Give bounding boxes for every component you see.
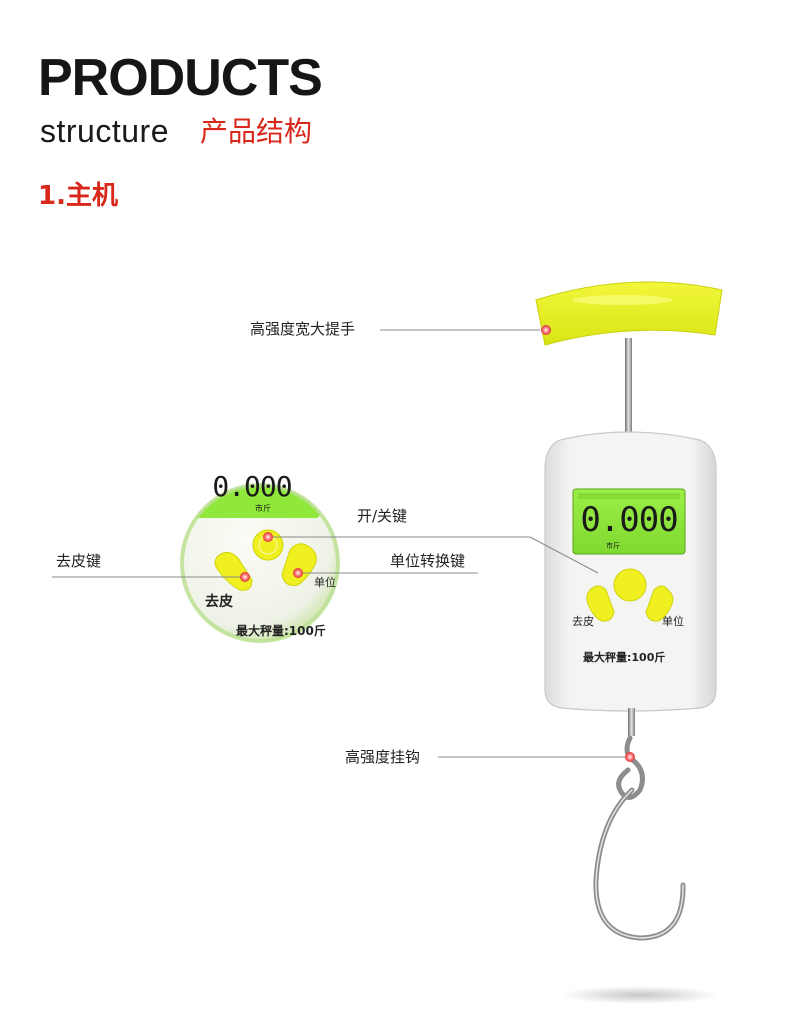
lcd-reading: 0.000: [580, 500, 678, 540]
subtitle-chinese: 产品结构: [200, 115, 313, 148]
page-title: PRODUCTS: [38, 49, 323, 107]
hook-marker-dot: [625, 752, 635, 762]
lcd-screen: [572, 488, 686, 555]
section-heading: 1.主机: [38, 181, 118, 211]
callout-hook: 高强度挂钩: [345, 748, 421, 766]
capacity-label: 最大秤量:100斤: [583, 651, 666, 664]
zoom-tare-label: 去皮: [205, 594, 233, 610]
callout-tare-key: 去皮键: [56, 552, 102, 570]
yellow-handle: [535, 281, 723, 346]
hook-connector: [628, 708, 635, 736]
tare-button-label: 去皮: [572, 615, 594, 628]
handle-rod: [625, 338, 632, 438]
lcd-unit: 市斤: [606, 542, 620, 550]
tare-button: [586, 585, 615, 622]
zoom-detail: [182, 485, 338, 641]
subtitle-english: structure: [40, 113, 169, 149]
hook: [593, 735, 686, 941]
unit-button-label: 单位: [662, 615, 684, 628]
handle-marker-dot: [541, 325, 551, 335]
tare-marker-dot: [240, 572, 250, 582]
power-button: [613, 568, 647, 602]
callout-handle: 高强度宽大提手: [250, 320, 356, 338]
zoom-lcd-reading: 0.000: [212, 470, 292, 503]
unit-marker-dot: [293, 568, 303, 578]
power-marker-dot: [263, 532, 273, 542]
zoom-unit-label: 单位: [314, 576, 336, 589]
callout-power-key: 开/关键: [357, 507, 408, 525]
zoom-capacity-label: 最大秤量:100斤: [236, 624, 326, 638]
zoom-lcd-unit: 市斤: [255, 504, 271, 513]
callout-unit-key: 单位转换键: [390, 552, 466, 570]
unit-button: [645, 585, 674, 622]
floor-shadow: [560, 986, 720, 1004]
